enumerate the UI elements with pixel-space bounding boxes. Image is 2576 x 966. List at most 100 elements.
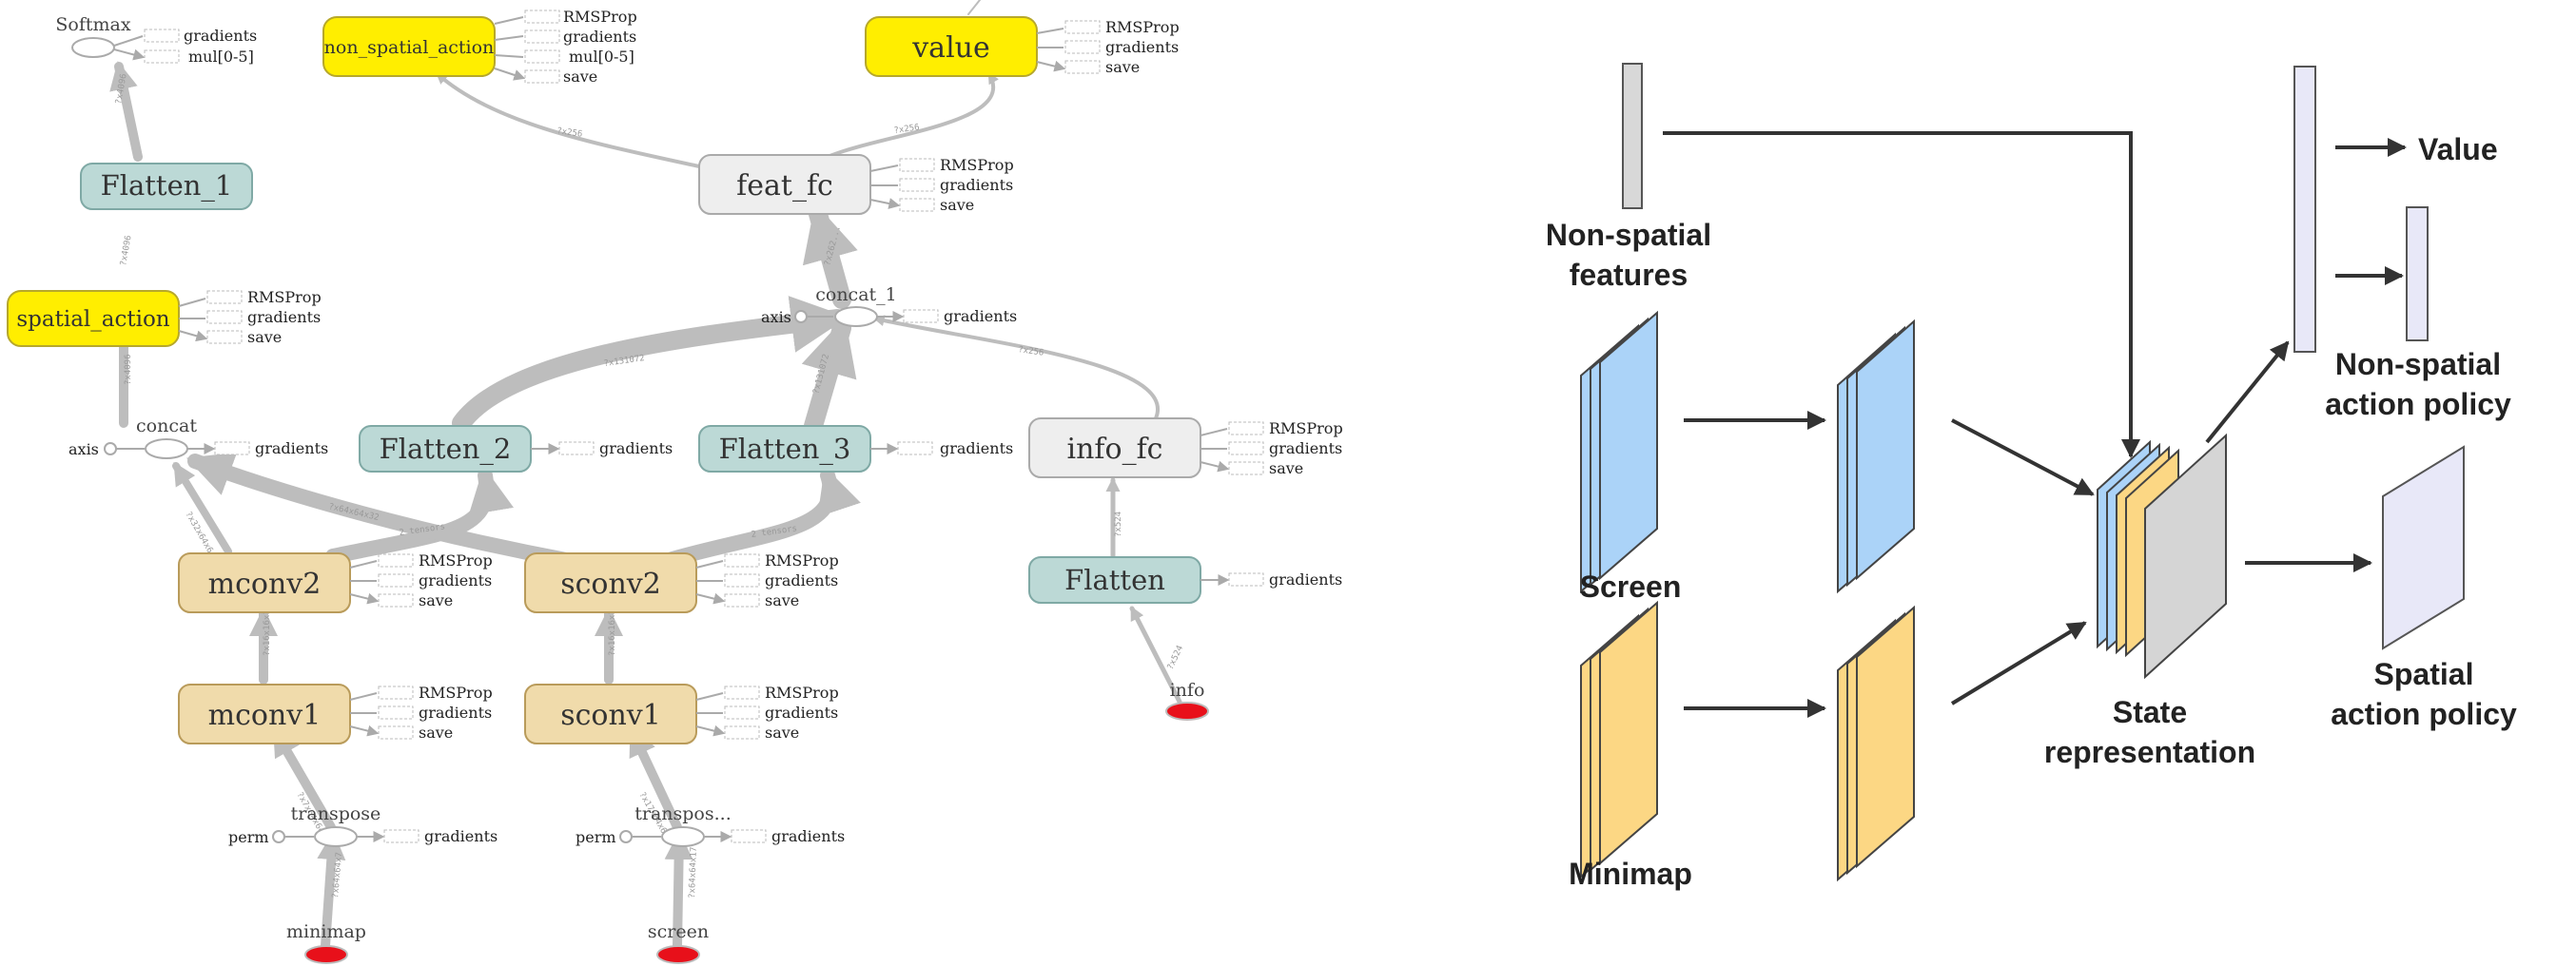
flatten-label: Flatten: [1064, 564, 1165, 596]
node-flatten-1[interactable]: Flatten_1: [80, 163, 253, 210]
mconv1-save: save: [419, 724, 453, 742]
concat-axis: axis: [68, 440, 99, 458]
node-feat-fc[interactable]: feat_fc: [698, 154, 871, 215]
mconv2-aux: RMSProp gradients save: [349, 551, 493, 609]
svg-text:?x256: ?x256: [556, 126, 583, 140]
concat-1-aux: axis gradients: [761, 307, 1017, 326]
edge-value-top: [967, 0, 981, 15]
svg-text:?x64x64x7: ?x64x64x7: [331, 852, 344, 898]
transpos-label: transpos...: [634, 803, 732, 824]
node-concat-1[interactable]: concat_1: [815, 284, 897, 327]
node-non-spatial-action[interactable]: non_spatial_action: [322, 16, 496, 77]
mconv2-label: mconv2: [208, 568, 322, 601]
node-info-fc[interactable]: info_fc: [1028, 417, 1201, 478]
arrow-state-to-fc: [2205, 340, 2290, 444]
state-representation-label-1: State: [2113, 695, 2187, 729]
sconv1-rmsprop: RMSProp: [765, 684, 839, 702]
sa-gradients: gradients: [247, 308, 321, 326]
info-input-label: info: [1170, 680, 1205, 701]
node-flatten-3[interactable]: Flatten_3: [698, 425, 871, 473]
concat-1-gradients: gradients: [944, 307, 1017, 325]
info-fc-rmsprop: RMSProp: [1269, 419, 1343, 437]
value-save: save: [1105, 58, 1140, 76]
flatten-2-label: Flatten_2: [380, 433, 512, 466]
screen-input-stack: [1580, 310, 1658, 594]
transpose-label: transpose: [291, 803, 381, 824]
concat-1-axis: axis: [761, 308, 791, 326]
spatial-action-aux: RMSProp gradients save: [178, 288, 322, 346]
node-flatten-2[interactable]: Flatten_2: [359, 425, 532, 473]
svg-text:?x524: ?x524: [1166, 644, 1186, 671]
flatten-1-label: Flatten_1: [101, 169, 233, 203]
node-info[interactable]: info: [1165, 680, 1209, 721]
transpose-gradients: gradients: [424, 827, 498, 845]
edge-mconv2-flatten2: [325, 466, 514, 564]
non-spatial-action-policy-label-1: Non-spatial: [2335, 347, 2501, 381]
node-minimap[interactable]: minimap: [286, 921, 366, 964]
concat-1-label: concat_1: [815, 284, 897, 305]
edge-info-flatten: [1129, 606, 1182, 705]
spatial-action-policy-label-1: Spatial: [2374, 657, 2474, 691]
mconv2-rmsprop: RMSProp: [419, 551, 493, 570]
mconv2-save: save: [419, 591, 453, 609]
arrow-nonspatial-to-state: [1663, 131, 2140, 458]
spatial-action-label: spatial_action: [16, 307, 169, 332]
sconv1-aux: RMSProp gradients save: [695, 684, 839, 742]
info-fc-gradients: gradients: [1269, 439, 1342, 457]
edge-sconv2-flatten3: [658, 466, 861, 569]
node-screen[interactable]: screen: [648, 921, 709, 964]
edge-screen-transpose: [664, 831, 693, 951]
minimap-label: Minimap: [1569, 857, 1692, 891]
edge-transposx-sconv1: [628, 726, 682, 832]
svg-text:?x4096: ?x4096: [124, 354, 133, 385]
transpose-perm: perm: [228, 828, 269, 846]
non-spatial-action-aux: RMSProp gradients mul[0-5] save: [494, 8, 637, 86]
screen-label: Screen: [1580, 570, 1682, 604]
node-spatial-action[interactable]: spatial_action: [7, 290, 180, 347]
node-value[interactable]: value: [865, 16, 1038, 77]
softmax-mul: mul[0-5]: [188, 48, 254, 66]
architecture-diagram: Non-spatial features Screen Minimap: [1546, 63, 2517, 891]
svg-text:?x524: ?x524: [1114, 512, 1123, 537]
edge-minimap-transpose: [317, 831, 346, 951]
softmax-gradients: gradients: [184, 27, 257, 45]
edge-featfc-nonspatial: [436, 72, 701, 168]
value-output-label: Value: [2418, 132, 2498, 166]
flatten-3-label: Flatten_3: [719, 433, 851, 466]
sconv1-save: save: [765, 724, 799, 742]
concat-gradients: gradients: [255, 439, 328, 457]
non-spatial-features-bar: [1622, 63, 1643, 209]
non-spatial-features-label-2: features: [1570, 258, 1688, 292]
svg-text:?x16x16x16: ?x16x16x16: [608, 605, 617, 656]
softmax-label: Softmax: [55, 14, 130, 35]
svg-text:?x256: ?x256: [893, 123, 920, 136]
nsa-save: save: [563, 68, 597, 86]
node-sconv1[interactable]: sconv1: [524, 684, 697, 744]
node-transpos-truncated[interactable]: transpos...: [634, 803, 732, 847]
arrow-screenconv-to-state: [1951, 418, 2095, 496]
edge-flatten1-softmax: [109, 61, 143, 162]
node-concat[interactable]: concat: [136, 415, 197, 459]
edge-concat1-featfc: [802, 203, 858, 309]
non-spatial-features-label-1: Non-spatial: [1546, 218, 1711, 252]
node-sconv2[interactable]: sconv2: [524, 552, 697, 613]
value-label: value: [911, 31, 990, 65]
mconv1-gradients: gradients: [419, 704, 492, 722]
node-softmax[interactable]: Softmax: [55, 14, 131, 58]
feat-fc-label: feat_fc: [736, 169, 833, 203]
nsa-rmsprop: RMSProp: [563, 8, 637, 26]
non-spatial-action-policy-bar: [2406, 206, 2429, 341]
node-flatten[interactable]: Flatten: [1028, 556, 1201, 604]
node-mconv1[interactable]: mconv1: [178, 684, 351, 744]
concat-label: concat: [136, 415, 197, 436]
aux-op-groups: gradients mul[0-5] RMSProp gradients mul…: [68, 8, 1343, 846]
flatten-2-aux: gradients: [531, 439, 673, 457]
minimap-conv-stack: [1837, 605, 1915, 882]
tensorboard-graph: ?x64x64x7 ?x7x64x64 ?x16x16x16 ?x32x64x6…: [7, 0, 1343, 964]
node-mconv2[interactable]: mconv2: [178, 552, 351, 613]
svg-text:?x4096: ?x4096: [119, 235, 133, 267]
non-spatial-action-policy-label-2: action policy: [2325, 387, 2511, 421]
node-transpose[interactable]: transpose: [291, 803, 381, 847]
feat-fc-save: save: [940, 196, 974, 214]
